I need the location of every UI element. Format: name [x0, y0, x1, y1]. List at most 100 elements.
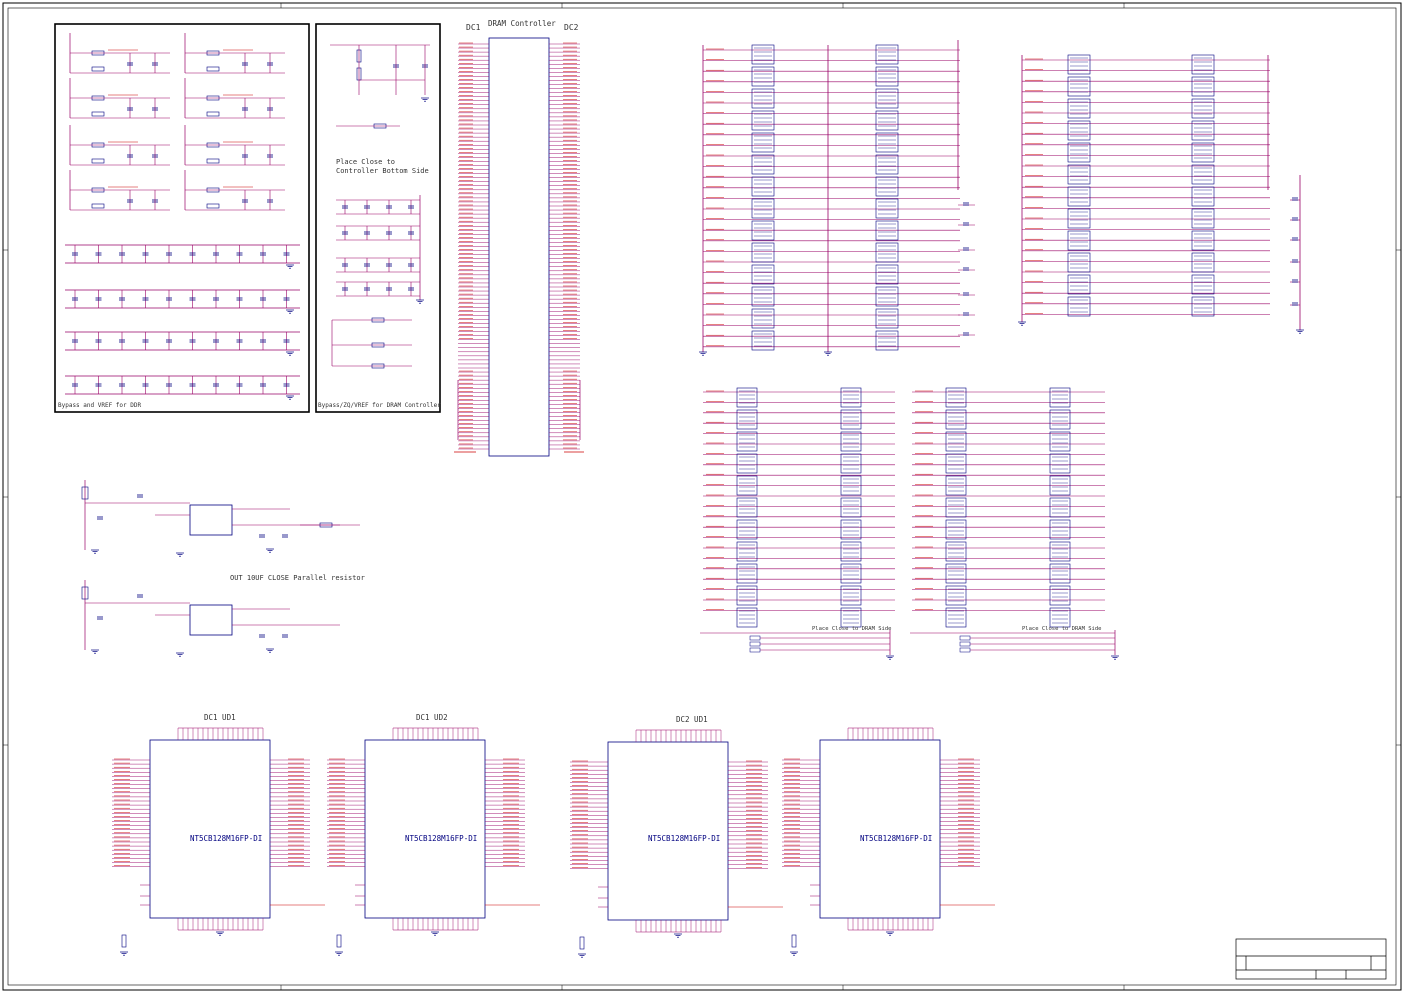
ddr-bypass-network: [65, 33, 300, 400]
resistor: [959, 647, 971, 653]
resistor-pack: [751, 154, 775, 175]
resistor-pack: [751, 66, 775, 87]
resistor: [791, 934, 797, 948]
heading-place-close-dram-2: Place Close to DRAM Side: [1022, 626, 1102, 632]
resistor: [91, 111, 105, 117]
resistor-pack: [1049, 387, 1071, 408]
resistor-pack: [945, 563, 967, 584]
resistor-pack: [736, 497, 758, 518]
resistor-pack: [875, 198, 899, 219]
heading-dc1-ud1: DC1 UD1: [204, 713, 236, 722]
resistor-pack: [751, 264, 775, 285]
title-block: [1235, 938, 1387, 980]
resistor-pack: [840, 519, 862, 540]
resistor-pack: [840, 453, 862, 474]
resistor-pack: [1049, 585, 1071, 606]
resistor-pack: [1191, 142, 1215, 163]
resistor: [749, 647, 761, 653]
resistor-pack: [875, 154, 899, 175]
resistor-pack: [1067, 252, 1091, 273]
resistor: [206, 203, 220, 209]
caption-bypass-vref-ddr: Bypass and VREF for DDR: [58, 402, 142, 409]
caption-bypass-dram-controller: Bypass/ZQ/VREF for DRAM Controller: [318, 402, 441, 409]
resistor-pack: [751, 220, 775, 241]
resistor-pack: [875, 176, 899, 197]
resistor-pack: [1067, 296, 1091, 317]
resistor-pack: [945, 453, 967, 474]
resistor-pack: [945, 519, 967, 540]
resistor: [749, 635, 761, 641]
resistor-pack: [1049, 497, 1071, 518]
resistor-pack: [875, 308, 899, 329]
chip-label-1: NT5CB128M16FP-DI: [190, 834, 263, 843]
resistor-pack: [1191, 230, 1215, 251]
resistor-pack: [945, 387, 967, 408]
resistor-pack: [751, 176, 775, 197]
resistor-pack: [1049, 409, 1071, 430]
resistor-pack: [1191, 120, 1215, 141]
resistor-pack: [1049, 541, 1071, 562]
resistor-pack: [736, 387, 758, 408]
resistor-pack: [1067, 76, 1091, 97]
resistor-pack: [736, 409, 758, 430]
resistor-pack: [875, 330, 899, 351]
resistor-pack: [1191, 76, 1215, 97]
resistor: [579, 936, 585, 950]
resistor-pack: [1067, 164, 1091, 185]
resistor: [206, 158, 220, 164]
resistor: [959, 641, 971, 647]
resistor-pack: [1067, 98, 1091, 119]
resistor-pack: [1191, 164, 1215, 185]
resistor-pack: [736, 453, 758, 474]
resistor-pack: [840, 431, 862, 452]
resistor-pack: [736, 585, 758, 606]
resistor-pack: [751, 330, 775, 351]
resistor-pack: [1067, 208, 1091, 229]
resistor: [959, 635, 971, 641]
heading-dram-controller: DRAM Controller: [488, 19, 556, 28]
resistor-pack: [736, 431, 758, 452]
resistor-pack: [875, 110, 899, 131]
resistor-pack: [840, 585, 862, 606]
resistor-pack: [751, 88, 775, 109]
resistor-pack: [945, 475, 967, 496]
resistor-pack: [1067, 186, 1091, 207]
resistor-pack: [840, 563, 862, 584]
resistor-pack: [1067, 274, 1091, 295]
resistor-pack: [1191, 186, 1215, 207]
resistor-pack: [736, 607, 758, 628]
resistor-pack: [751, 308, 775, 329]
resistor-pack: [840, 607, 862, 628]
resistor-pack: [945, 585, 967, 606]
resistor-pack: [1049, 519, 1071, 540]
resistor-pack: [736, 563, 758, 584]
resistor-pack: [1049, 563, 1071, 584]
resistor-pack: [875, 286, 899, 307]
heading-dc1-ud2: DC1 UD2: [416, 713, 448, 722]
resistor-pack: [751, 242, 775, 263]
ddr-chip-body: [149, 739, 271, 919]
resistor-pack: [945, 431, 967, 452]
resistor-pack: [840, 387, 862, 408]
resistor-pack: [1067, 120, 1091, 141]
resistor-pack: [1191, 296, 1215, 317]
resistor: [91, 203, 105, 209]
regulator-chip: [189, 604, 233, 636]
resistor-pack: [736, 519, 758, 540]
resistor-pack: [1049, 607, 1071, 628]
inner-frame: [7, 7, 1397, 986]
resistor-pack: [875, 242, 899, 263]
ferrite-bead: [81, 586, 89, 600]
controller-body: [488, 37, 550, 457]
resistor: [121, 934, 127, 948]
resistor-pack: [875, 132, 899, 153]
heading-dc2-ud1: DC2 UD1: [676, 715, 708, 724]
resistor-pack: [875, 66, 899, 87]
resistor-pack: [751, 132, 775, 153]
resistor-pack: [1191, 98, 1215, 119]
resistor-pack: [840, 409, 862, 430]
resistor-pack: [1049, 431, 1071, 452]
ddr-chip-body: [607, 741, 729, 921]
